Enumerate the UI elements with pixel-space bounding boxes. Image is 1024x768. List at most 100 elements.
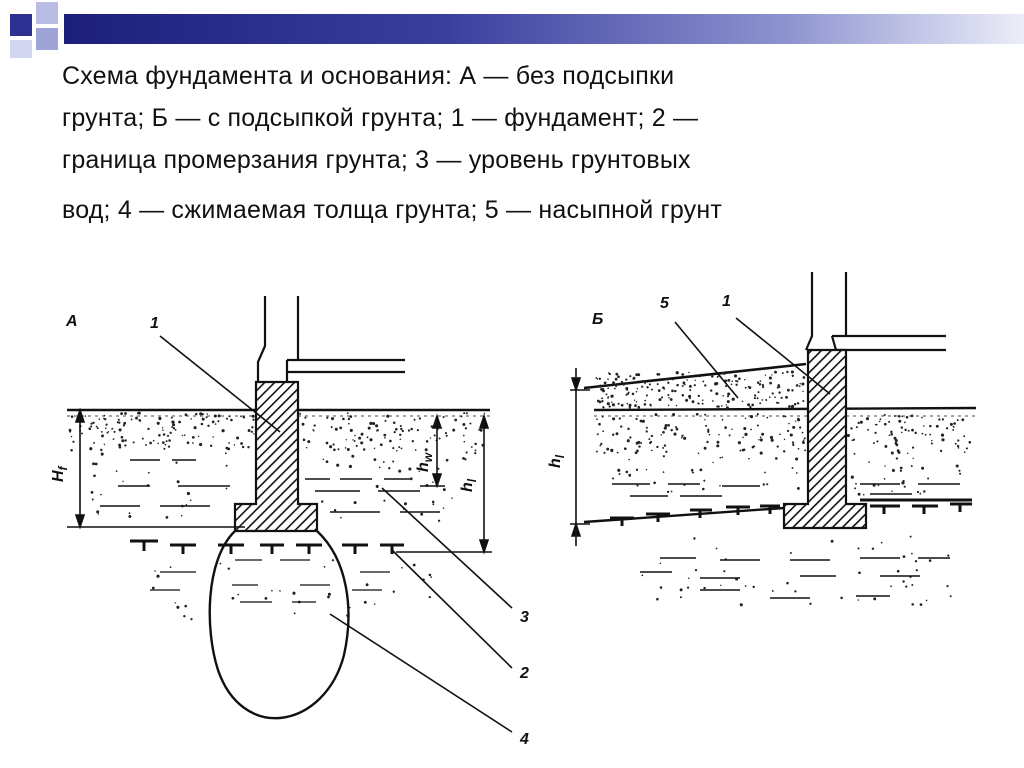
soil-dot (251, 426, 254, 429)
soil-dot (924, 433, 927, 436)
soil-dot (663, 444, 667, 447)
soil-dot (899, 466, 903, 470)
soil-dot (681, 373, 685, 376)
soil-dot (111, 427, 114, 430)
soil-dot (464, 458, 467, 461)
soil-dot (375, 484, 379, 488)
soil-dot (271, 589, 273, 592)
soil-dot (474, 449, 477, 452)
soil-dot (945, 427, 949, 430)
soil-dot (358, 436, 362, 440)
soil-dot (242, 416, 246, 419)
soil-dot (716, 440, 720, 444)
soil-dot (230, 418, 233, 422)
wall-b (804, 272, 946, 352)
soil-dot (98, 418, 101, 420)
soil-dot (190, 418, 192, 420)
soil-dot (603, 381, 607, 385)
soil-dot (664, 423, 668, 428)
soil-dot (701, 399, 704, 402)
soil-dot (901, 431, 903, 434)
soil-dot (225, 417, 229, 420)
soil-dot (410, 427, 413, 431)
soil-dot (742, 436, 744, 439)
soil-dot (786, 370, 789, 374)
soil-dot (247, 446, 250, 449)
soil-dot (961, 418, 965, 422)
soil-dot (888, 420, 891, 423)
soil-dot (957, 439, 960, 442)
soil-dot (779, 433, 781, 436)
soil-dot (474, 442, 477, 446)
soil-dot (197, 435, 200, 438)
soil-dot (625, 378, 628, 381)
soil-dot (615, 372, 619, 376)
soil-dot (135, 416, 138, 420)
soil-dot (185, 504, 188, 506)
soil-dot (949, 595, 952, 598)
soil-dot (614, 387, 616, 390)
soil-dot (756, 413, 759, 416)
soil-dot (722, 395, 725, 397)
soil-dot (84, 415, 87, 417)
soil-dot (241, 445, 245, 449)
soil-dot (900, 426, 903, 429)
soil-dot (382, 461, 385, 463)
soil-dot (91, 498, 94, 501)
soil-dot (445, 458, 449, 462)
soil-dot (124, 444, 127, 447)
soil-dot (96, 427, 99, 430)
soil-dot (92, 421, 95, 424)
soil-dot (400, 427, 403, 431)
soil-dot (607, 396, 610, 398)
soil-dot (112, 438, 115, 440)
soil-dot (337, 448, 340, 451)
soil-dot (344, 447, 347, 449)
soil-dot (644, 382, 646, 385)
soil-dot (225, 487, 228, 490)
soil-dot (379, 443, 383, 447)
soil-dot (744, 432, 748, 436)
soil-dot (138, 418, 141, 422)
soil-dot (376, 429, 379, 432)
dimension-label-hl: hl (459, 478, 479, 492)
soil-dot (392, 421, 396, 424)
soil-dot (388, 467, 391, 470)
soil-dot (611, 477, 615, 480)
soil-dot (175, 461, 178, 464)
soil-dot (293, 612, 296, 615)
soil-dot (103, 443, 106, 446)
soil-dot (673, 432, 677, 436)
soil-dot (906, 452, 909, 455)
soil-dot (205, 416, 208, 419)
soil-dot (645, 469, 648, 471)
soil-dot (748, 457, 750, 460)
soil-dot (762, 483, 766, 486)
soil-dot (362, 448, 366, 451)
soil-dot (884, 444, 888, 448)
soil-dot (120, 435, 124, 439)
soil-dot (663, 426, 667, 430)
soil-dot (703, 446, 707, 450)
soil-dot (679, 596, 682, 599)
soil-dot (598, 384, 602, 388)
soil-dot (607, 378, 609, 381)
soil-dot (707, 430, 710, 433)
caption-line: вод; 4 — сжимаемая толща грунта; 5 — нас… (62, 196, 723, 224)
soil-dot (636, 484, 639, 487)
soil-dot (149, 441, 152, 445)
soil-dot (411, 440, 414, 443)
wall-a (256, 296, 405, 382)
soil-dot (871, 547, 875, 551)
soil-dot (342, 417, 345, 421)
soil-dot (95, 425, 98, 428)
fill-surface-b (583, 362, 807, 390)
soil-dot (334, 427, 338, 431)
soil-dot (793, 402, 797, 406)
soil-dot (851, 439, 854, 442)
figure-b: Б 5 1 (547, 272, 977, 607)
soil-dot (902, 555, 906, 558)
soil-dot (704, 413, 707, 416)
soil-dot (739, 603, 743, 607)
soil-dot (650, 388, 653, 391)
